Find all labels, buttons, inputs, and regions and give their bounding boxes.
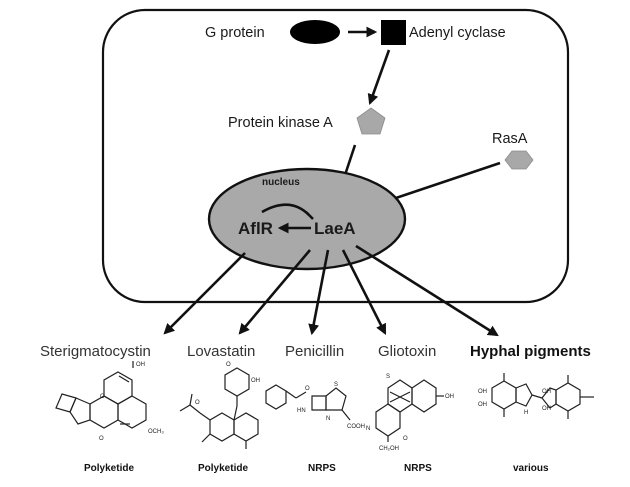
pen-o-amide: O xyxy=(305,386,310,392)
gliotoxin-structure: OH S N CH₂OH O xyxy=(366,374,454,452)
lova-oh: OH xyxy=(251,378,260,384)
g-protein-shape xyxy=(290,20,340,44)
pen-n: N xyxy=(326,416,330,422)
arrow-to-penicillin xyxy=(308,249,330,336)
sterig-o-lower: O xyxy=(99,436,104,442)
class-gliotoxin: NRPS xyxy=(404,463,432,474)
adenyl-cyclase-arrow xyxy=(367,49,391,106)
adenyl-cyclase-label: Adenyl cyclase xyxy=(409,25,506,41)
glio-oh: OH xyxy=(445,394,454,400)
glio-s: S xyxy=(386,374,390,380)
product-penicillin: Penicillin xyxy=(285,343,344,360)
product-gliotoxin: Gliotoxin xyxy=(378,343,436,360)
arrow-to-hyphal-pigments xyxy=(355,244,499,337)
lova-o-top: O xyxy=(226,362,231,368)
product-lovastatin: Lovastatin xyxy=(187,343,255,360)
glio-o: O xyxy=(403,436,408,442)
class-hyphal-pigments: various xyxy=(513,463,549,474)
sterigmatocystin-structure: OH O O OCH₃ xyxy=(55,361,164,442)
class-penicillin: NRPS xyxy=(308,463,336,474)
protein-kinase-a-pentagon xyxy=(356,107,386,135)
lovastatin-structure: O OH O xyxy=(179,362,260,449)
pig-oh-1: OH xyxy=(478,389,487,395)
penicillin-structure: O HN S N COOH xyxy=(265,382,365,430)
arrow-to-gliotoxin xyxy=(341,249,387,335)
rasa-hexagon xyxy=(504,150,534,170)
aflr-label: AflR xyxy=(238,219,273,238)
class-sterigmatocystin: Polyketide xyxy=(84,463,134,474)
glio-n: N xyxy=(366,426,370,432)
pig-oh-3: OH xyxy=(542,389,551,395)
product-hyphal-pigments: Hyphal pigments xyxy=(470,343,591,360)
arrow-to-lovastatin xyxy=(238,249,311,335)
pig-h: H xyxy=(524,410,528,416)
pig-oh-2: OH xyxy=(478,402,487,408)
glio-ch2oh: CH₂OH xyxy=(379,446,399,452)
aflr-laea-curve xyxy=(261,203,310,216)
class-lovastatin: Polyketide xyxy=(198,463,248,474)
nucleus-label: nucleus xyxy=(262,177,300,188)
nucleus-shape xyxy=(207,167,407,271)
cell-boundary xyxy=(101,8,570,304)
sterig-o-ring: O xyxy=(100,394,105,400)
sterig-och3: OCH₃ xyxy=(148,429,164,435)
product-sterigmatocystin: Sterigmatocystin xyxy=(40,343,151,360)
pen-hn: HN xyxy=(297,408,306,414)
protein-kinase-a-label: Protein kinase A xyxy=(228,115,333,131)
hyphal-pigments-structure: OH OH OH OH H xyxy=(478,373,594,419)
sterig-oh: OH xyxy=(136,362,145,368)
lova-o-ester: O xyxy=(195,400,200,406)
pen-cooh: COOH xyxy=(347,424,365,430)
pig-oh-4: OH xyxy=(542,406,551,412)
pen-s: S xyxy=(334,382,338,388)
arrow-to-sterigmatocystin xyxy=(163,252,246,335)
g-protein-label: G protein xyxy=(205,25,265,41)
laea-label: LaeA xyxy=(314,219,356,238)
rasa-label: RasA xyxy=(492,131,528,147)
adenyl-cyclase-shape xyxy=(381,20,406,45)
aflr-laea-curve-bar xyxy=(305,211,314,220)
